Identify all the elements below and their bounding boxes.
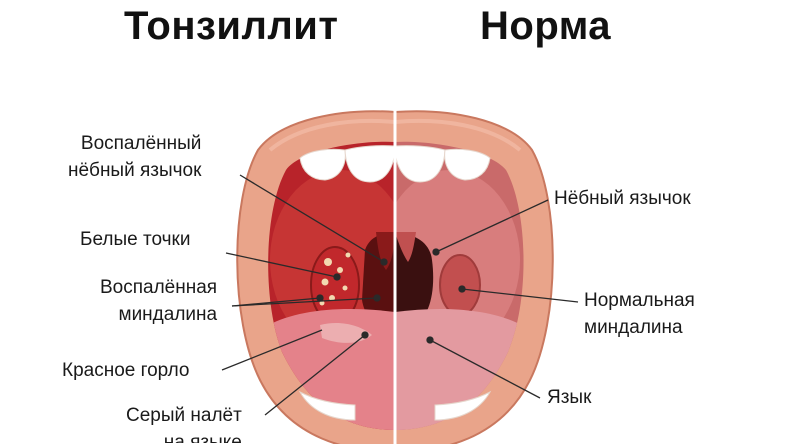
label-inflamed-tonsil: Воспалённая миндалина	[100, 274, 217, 328]
label-inflamed-uvula: Воспалённый нёбный язычок	[68, 130, 201, 184]
upper-teeth	[299, 145, 491, 183]
label-inflamed-tonsil-line1: Воспалённая	[100, 277, 218, 298]
label-normal-tonsil-line2: миндалина	[584, 317, 683, 338]
normal-tonsil	[439, 254, 481, 316]
label-grey-coating: Серый налёт на языке	[126, 402, 242, 443]
normal-uvula	[395, 232, 416, 262]
leader-lines-right	[426, 199, 579, 399]
label-normal-tonsil: Нормальная миндалина	[584, 287, 695, 341]
label-inflamed-uvula-line2: нёбный язычок	[68, 160, 202, 181]
label-grey-coating-line1: Серый налёт	[126, 405, 242, 426]
label-uvula: Нёбный язычок	[554, 188, 691, 209]
label-red-throat: Красное горло	[62, 360, 190, 381]
label-normal-tonsil-line1: Нормальная	[584, 290, 695, 311]
leader-lines-left	[221, 174, 388, 416]
label-white-spots: Белые точки	[80, 229, 191, 250]
label-tongue: Язык	[547, 387, 592, 408]
inflamed-uvula	[376, 232, 395, 270]
label-inflamed-tonsil-line2: миндалина	[118, 304, 218, 325]
label-grey-coating-line2: на языке	[163, 432, 242, 443]
label-inflamed-uvula-line1: Воспалённый	[80, 133, 202, 154]
title-tonsillitis: Тонзиллит	[124, 4, 339, 48]
lower-teeth	[298, 390, 492, 421]
title-normal: Норма	[480, 4, 612, 48]
normal-throat	[395, 233, 434, 325]
white-spots	[319, 252, 351, 306]
